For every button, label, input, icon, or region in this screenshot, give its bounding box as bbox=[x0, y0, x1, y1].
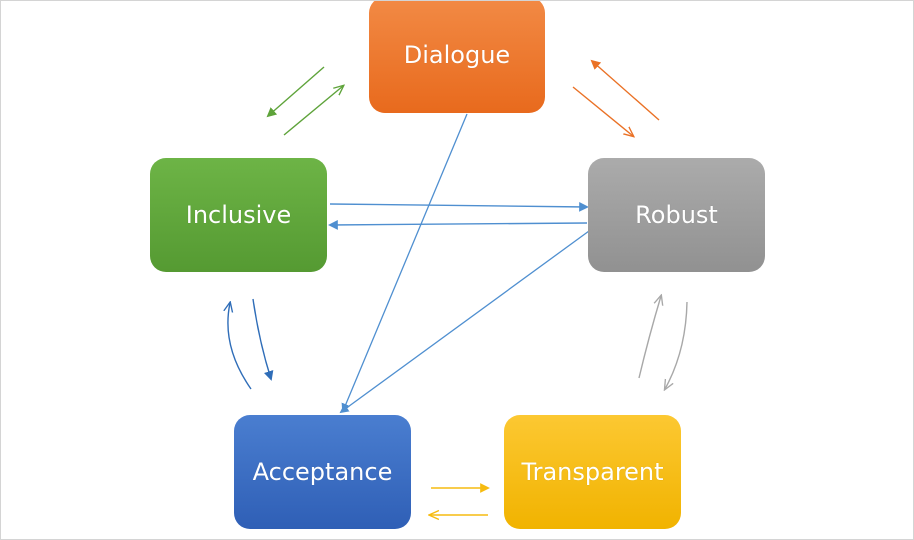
node-inclusive[interactable]: Inclusive bbox=[150, 158, 327, 272]
node-dialogue[interactable]: Dialogue bbox=[369, 1, 545, 113]
arrow-dialogue-to-acceptance bbox=[341, 113, 468, 413]
arrow-inclusive-to-acceptance bbox=[252, 298, 274, 381]
arrow-dialogue-to-inclusive bbox=[266, 66, 325, 118]
arrow-inclusive-to-robust bbox=[329, 202, 589, 212]
node-robust[interactable]: Robust bbox=[588, 158, 765, 272]
arrow-dialogue-to-robust bbox=[572, 86, 633, 136]
node-transparent[interactable]: Transparent bbox=[504, 415, 681, 529]
arrow-transparent-to-robust bbox=[638, 296, 661, 379]
node-acceptance[interactable]: Acceptance bbox=[234, 415, 411, 529]
node-transparent-label: Transparent bbox=[521, 458, 664, 486]
node-acceptance-label: Acceptance bbox=[252, 458, 393, 486]
node-dialogue-label: Dialogue bbox=[403, 41, 511, 69]
arrow-robust-to-transparent bbox=[665, 301, 688, 389]
arrow-inclusive-to-dialogue bbox=[283, 86, 343, 136]
arrow-robust-to-acceptance bbox=[339, 230, 590, 414]
arrow-robust-to-dialogue bbox=[590, 59, 660, 121]
arrow-robust-to-inclusive bbox=[328, 220, 588, 230]
node-inclusive-label: Inclusive bbox=[185, 201, 292, 229]
arrow-acceptance-to-inclusive bbox=[228, 303, 252, 390]
node-robust-label: Robust bbox=[635, 201, 718, 229]
